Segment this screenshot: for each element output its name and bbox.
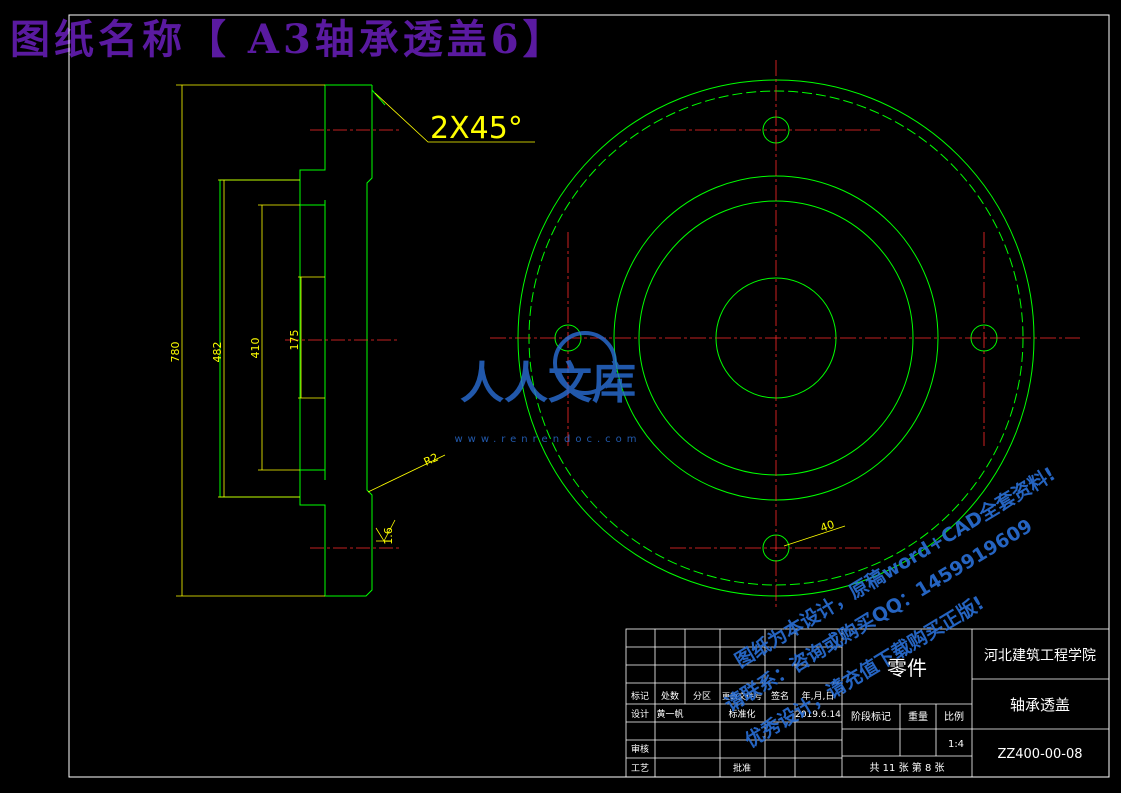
part-type: 零件 xyxy=(887,656,927,680)
dim-780: 780 xyxy=(169,342,182,363)
chamfer-label: 2X45° xyxy=(430,111,523,146)
stage-label: 阶段标记 xyxy=(851,710,891,723)
watermark-url: www.renrendoc.com xyxy=(454,434,641,445)
section-centerlines xyxy=(285,129,400,549)
part-name: 轴承透盖 xyxy=(1010,696,1070,714)
dim-175: 175 xyxy=(288,330,301,351)
weight-label: 重量 xyxy=(908,710,928,723)
designer-label: 设计 xyxy=(631,708,649,720)
designer-name: 黄一帆 xyxy=(656,708,683,720)
school-name: 河北建筑工程学院 xyxy=(984,648,1096,664)
row-label-sign: 签名 xyxy=(771,690,789,702)
row-label-date: 年,月,日 xyxy=(802,690,835,702)
sheets-text: 共 11 张 第 8 张 xyxy=(870,761,945,774)
svg-text:请联系：咨询或购买QQ：1459919609: 请联系：咨询或购买QQ：1459919609 xyxy=(721,514,1037,716)
section-outline xyxy=(219,84,373,597)
radius-label: R2 xyxy=(422,451,441,469)
std-label: 标准化 xyxy=(728,708,755,720)
surface-finish-label: 1.6 xyxy=(382,527,395,545)
hole-dim-label: 40 xyxy=(819,518,837,535)
section-dimensions xyxy=(176,84,535,597)
scale-label: 比例 xyxy=(944,710,964,723)
row-label-count: 处数 xyxy=(661,690,679,702)
watermark-logo-text: 人人文库 xyxy=(460,358,636,409)
dim-410: 410 xyxy=(249,338,262,359)
row-label-zone: 分区 xyxy=(693,691,711,702)
design-date: 2019.6.14 xyxy=(795,710,841,720)
row-label-change-doc: 更改文件号 xyxy=(722,691,762,701)
front-centerlines xyxy=(490,60,1080,610)
drawing-frame xyxy=(68,14,1110,778)
approve-label: 批准 xyxy=(733,762,751,774)
page-title: 图纸名称【 A3轴承透盖6】 xyxy=(10,16,567,63)
dim-482: 482 xyxy=(211,342,224,363)
section-view xyxy=(219,84,386,597)
process-label: 工艺 xyxy=(631,763,649,774)
watermark-diagonal: 图纸为本设计，原稿word+CAD全套资料! 请联系：咨询或购买QQ：14599… xyxy=(721,462,1060,752)
review-label: 审核 xyxy=(631,743,649,755)
scale-value: 1:4 xyxy=(948,739,964,750)
row-label-mark: 标记 xyxy=(631,690,649,702)
watermark-logo: 人人文库 www.renrendoc.com xyxy=(454,331,641,445)
drawing-number: ZZ400-00-08 xyxy=(997,747,1082,762)
title-block xyxy=(625,628,1110,778)
